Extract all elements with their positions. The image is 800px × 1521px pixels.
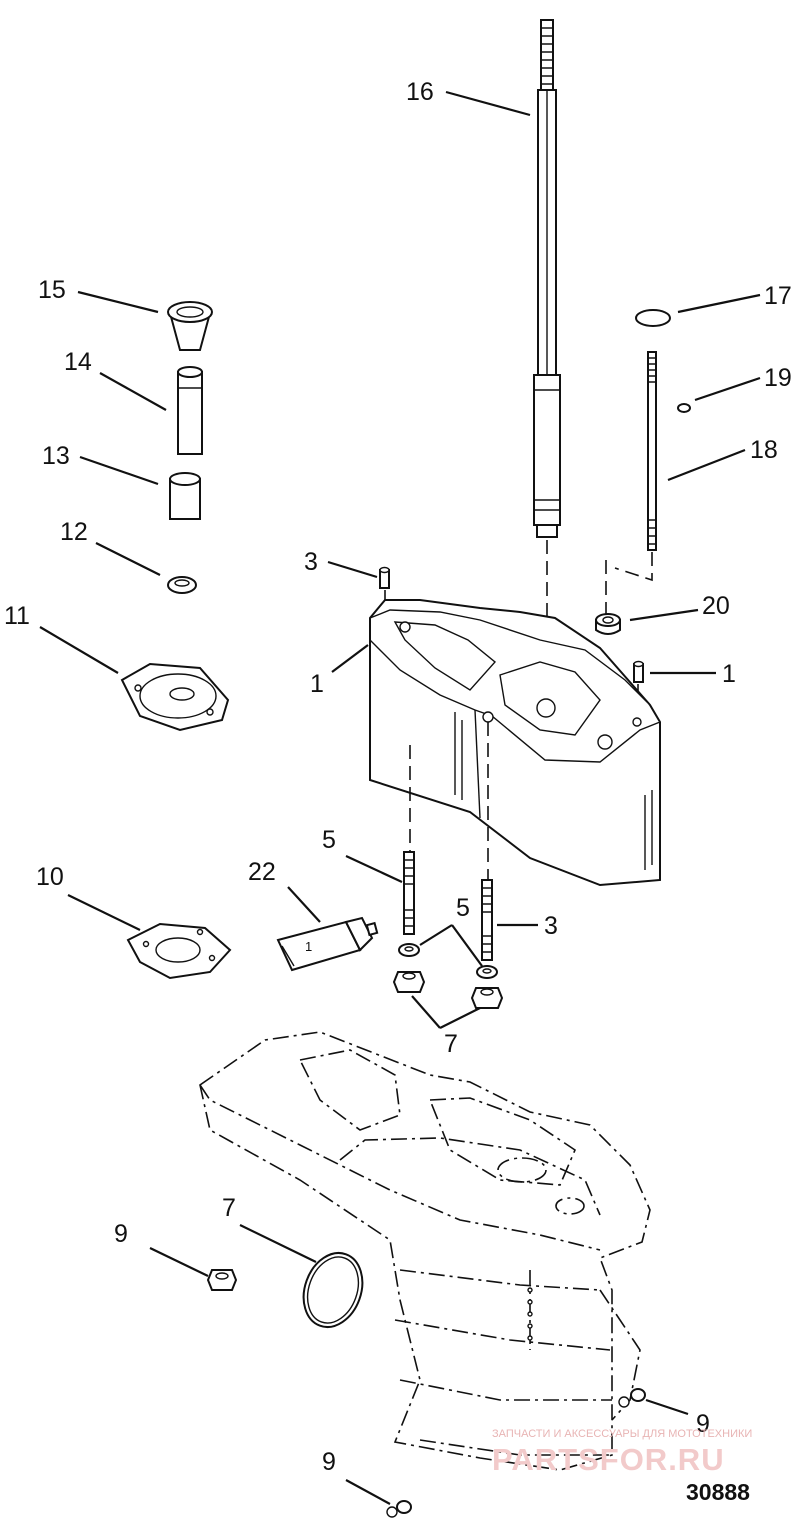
watermark-brand: PARTSFOR.RU xyxy=(492,1442,725,1477)
callouts: 16 17 19 18 15 14 13 12 11 3 20 1 1 5 3 … xyxy=(4,78,792,1476)
part-9-plug-upper xyxy=(618,1388,646,1408)
callout-7: 7 xyxy=(444,1030,458,1058)
callout-4: 3 xyxy=(544,912,558,940)
callout-14: 13 xyxy=(42,442,70,470)
callout-11: 10 xyxy=(36,863,64,891)
part-19-shift-rod xyxy=(647,351,657,551)
watermark-tagline: ЗАПЧАСТИ И АКСЕССУАРЫ ДЛЯ МОТОТЕХНИКИ xyxy=(492,1428,752,1440)
callout-17: 16 xyxy=(406,78,434,106)
callout-8: 7 xyxy=(222,1194,236,1222)
callout-6: 5 xyxy=(456,894,470,922)
part-5-stud xyxy=(403,851,415,935)
part-11-gasket xyxy=(126,922,232,980)
part-9-plug-lower xyxy=(386,1500,412,1518)
callout-22: 22 xyxy=(248,858,276,886)
callout-20: 19 xyxy=(764,364,792,392)
part-15-water-tube xyxy=(177,366,203,455)
sealant-tube-label: 1 xyxy=(305,939,312,954)
callout-16: 15 xyxy=(38,276,66,304)
callout-15: 14 xyxy=(64,348,92,376)
part-6-washers xyxy=(398,943,498,979)
shift-rod-centerline xyxy=(614,552,653,582)
figure-number: 30888 xyxy=(686,1479,750,1505)
callout-9-right: 9 xyxy=(696,1410,710,1438)
leader-lines xyxy=(39,90,761,1505)
part-14-seal xyxy=(169,472,201,520)
callout-19: 18 xyxy=(750,436,778,464)
part-22-sealant-tube: 1 xyxy=(276,916,379,972)
callout-13: 12 xyxy=(60,518,88,546)
callout-21: 20 xyxy=(702,592,730,620)
callout-12: 11 xyxy=(4,602,30,630)
part-20-clip xyxy=(677,403,691,413)
part-2-dowel-pin xyxy=(633,660,644,683)
part-21-bushing xyxy=(595,613,621,635)
part-12-pump-plate xyxy=(120,662,230,732)
gearcase-phantom-outline xyxy=(199,1031,651,1471)
part-4-stud xyxy=(481,879,493,961)
callout-9-lower: 9 xyxy=(322,1448,336,1476)
part-3-dowel-pin xyxy=(379,566,390,589)
part-1-driveshaft-housing xyxy=(369,599,661,887)
callout-1: 1 xyxy=(310,670,324,698)
callout-2: 1 xyxy=(722,660,736,688)
callout-10: 9 xyxy=(114,1220,128,1248)
part-7-nuts xyxy=(392,971,504,1009)
part-17-drive-shaft xyxy=(533,19,561,538)
part-18-o-ring xyxy=(635,309,671,327)
watermark: ЗАПЧАСТИ И АКСЕССУАРЫ ДЛЯ МОТОТЕХНИКИ PA… xyxy=(492,1428,752,1477)
callout-3: 3 xyxy=(304,548,318,576)
part-16-grommet xyxy=(167,301,213,351)
part-13-grommet xyxy=(167,576,197,594)
part-10-nut xyxy=(206,1269,238,1291)
callout-5: 5 xyxy=(322,826,336,854)
callout-18: 17 xyxy=(764,282,792,310)
